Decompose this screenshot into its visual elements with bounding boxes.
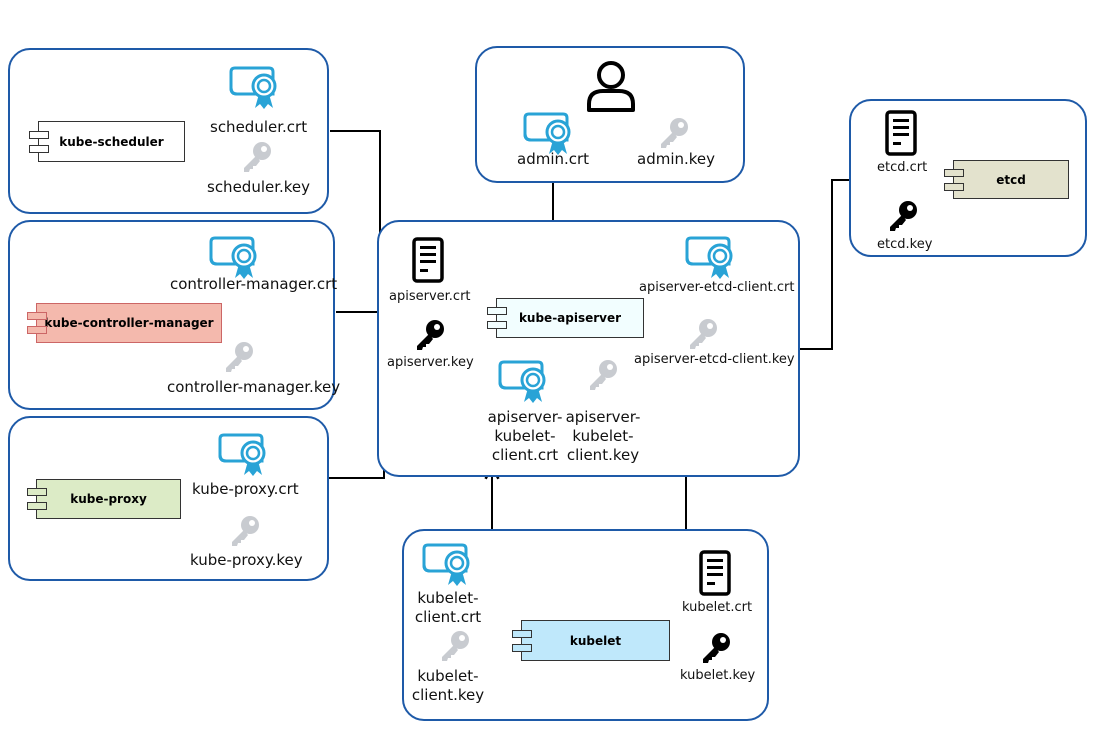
component-port-top bbox=[29, 130, 49, 139]
kubelet-component[interactable]: kubelet bbox=[512, 620, 670, 661]
certificate-icon bbox=[229, 66, 277, 110]
key-icon bbox=[442, 631, 469, 661]
component-port-top bbox=[27, 488, 47, 496]
certificate-icon bbox=[422, 543, 470, 587]
certificate-icon bbox=[498, 360, 546, 404]
certificate-icon bbox=[209, 236, 257, 280]
key-icon bbox=[590, 360, 617, 390]
kube-controller-manager-component[interactable]: kube-controller-manager bbox=[27, 303, 222, 343]
component-port-top bbox=[487, 307, 507, 315]
key-icon bbox=[226, 342, 253, 372]
controller-manager-cert-label: controller-manager.crt bbox=[170, 275, 338, 293]
certificate-icon bbox=[218, 433, 266, 477]
key-icon bbox=[232, 516, 259, 546]
component-port-bottom bbox=[487, 321, 507, 329]
key-icon bbox=[703, 633, 730, 663]
admin-key-label: admin.key bbox=[637, 150, 716, 168]
kubelet-client-key-label: kubelet- client.key bbox=[411, 667, 485, 704]
kube-apiserver-label: kube-apiserver bbox=[518, 311, 622, 325]
kube-proxy-cert-label: kube-proxy.crt bbox=[192, 480, 299, 498]
scheduler-key-label: scheduler.key bbox=[207, 178, 311, 196]
kubelet-label: kubelet bbox=[569, 633, 622, 648]
kube-proxy-key-label: kube-proxy.key bbox=[190, 551, 303, 569]
key-icon bbox=[244, 142, 271, 172]
admin-box: admin.crt admin.key bbox=[475, 46, 745, 183]
scheduler-box: kube-scheduler scheduler.crt scheduler.k… bbox=[8, 48, 329, 214]
key-icon bbox=[890, 201, 917, 231]
apiserver-key-label: apiserver.key bbox=[387, 355, 474, 370]
kube-proxy-component[interactable]: kube-proxy bbox=[27, 479, 181, 519]
apiserver-etcd-client-cert-label: apiserver-etcd-client.crt bbox=[639, 280, 795, 295]
key-icon bbox=[417, 320, 444, 350]
proxy-box: kube-proxy.crt kube-proxy kube-proxy.key bbox=[8, 416, 329, 581]
apiserver-box: apiserver.crt kube-apiserver apiserver.k… bbox=[377, 220, 800, 477]
kube-proxy-label: kube-proxy bbox=[70, 492, 147, 506]
component-port-bottom bbox=[944, 182, 964, 191]
component-port-top bbox=[512, 629, 532, 638]
kube-controller-manager-label: kube-controller-manager bbox=[44, 316, 214, 330]
component-port-bottom bbox=[27, 326, 47, 334]
component-port-top bbox=[27, 312, 47, 320]
key-icon bbox=[690, 319, 717, 349]
kube-scheduler-label: kube-scheduler bbox=[59, 134, 164, 149]
etcd-box: etcd.crt etcd etcd.key bbox=[849, 99, 1087, 257]
document-icon bbox=[699, 550, 731, 596]
certificate-icon bbox=[685, 236, 733, 280]
controller-manager-key-label: controller-manager.key bbox=[167, 378, 341, 396]
etcd-cert-label: etcd.crt bbox=[877, 160, 928, 175]
component-port-bottom bbox=[512, 643, 532, 652]
admin-cert-label: admin.crt bbox=[517, 150, 590, 168]
user-icon bbox=[587, 61, 635, 112]
etcd-label: etcd bbox=[996, 172, 1026, 187]
etcd-key-label: etcd.key bbox=[877, 237, 933, 252]
kubelet-key-label: kubelet.key bbox=[680, 668, 756, 683]
apiserver-kubelet-client-key-label: apiserver- kubelet- client.key bbox=[565, 408, 641, 464]
key-icon bbox=[661, 118, 688, 148]
apiserver-kubelet-client-cert-label: apiserver- kubelet- client.crt bbox=[487, 408, 563, 464]
component-port-bottom bbox=[27, 502, 47, 510]
document-icon bbox=[885, 110, 917, 156]
kubelet-box: kubelet- client.crt kubelet- client.key … bbox=[402, 529, 769, 721]
kubelet-cert-label: kubelet.crt bbox=[682, 600, 753, 615]
etcd-component[interactable]: etcd bbox=[944, 160, 1069, 199]
apiserver-cert-label: apiserver.crt bbox=[389, 289, 471, 304]
apiserver-etcd-client-key-label: apiserver-etcd-client.key bbox=[634, 352, 795, 367]
kube-scheduler-component[interactable]: kube-scheduler bbox=[29, 121, 185, 162]
scheduler-cert-label: scheduler.crt bbox=[210, 118, 308, 136]
kubelet-client-cert-label: kubelet- client.crt bbox=[414, 589, 482, 626]
kube-apiserver-component[interactable]: kube-apiserver bbox=[487, 298, 644, 338]
controller-manager-box: controller-manager.crt kube-controller-m… bbox=[8, 220, 340, 410]
document-icon bbox=[412, 237, 444, 283]
component-port-top bbox=[944, 168, 964, 177]
component-port-bottom bbox=[29, 144, 49, 153]
